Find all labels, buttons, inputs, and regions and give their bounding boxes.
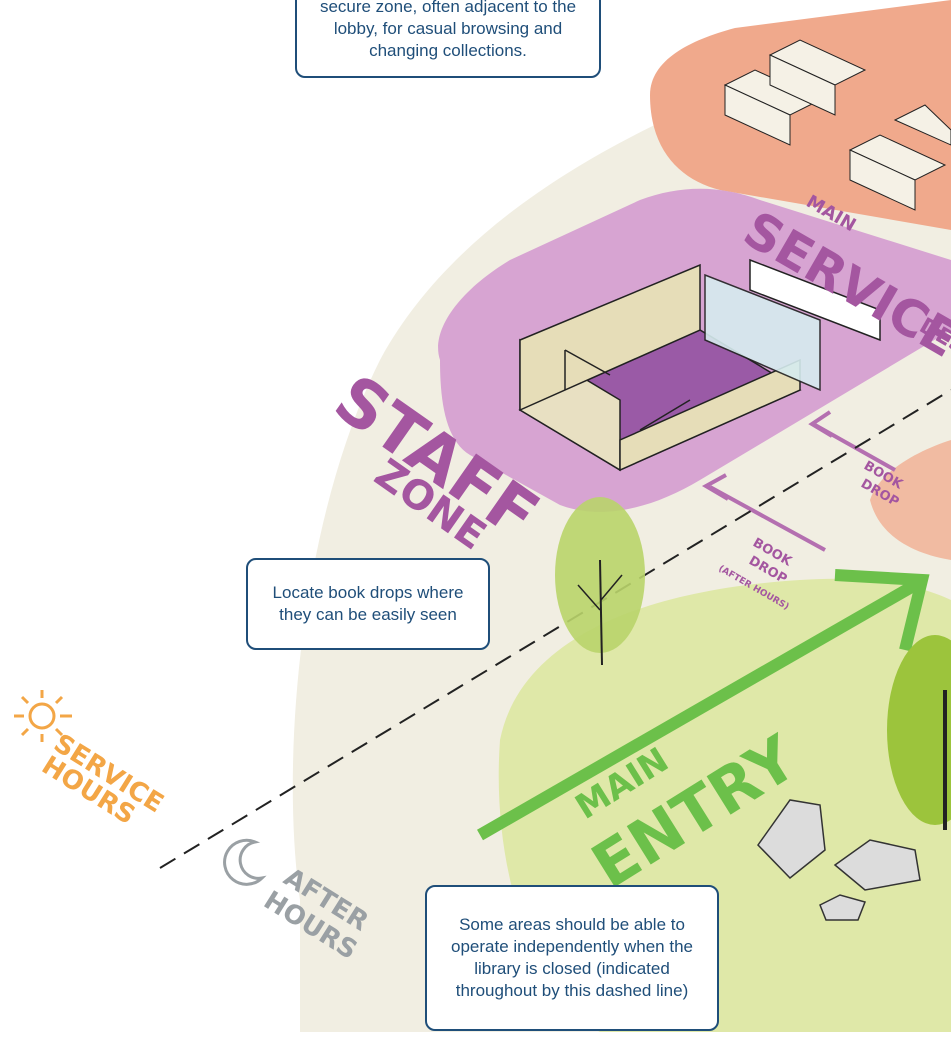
lobby-zone-edge	[870, 440, 951, 560]
callout-book-drops: Locate book drops where they can be easi…	[246, 558, 490, 650]
arrow-icon	[834, 569, 930, 652]
callout-after-hours: Some areas should be able to operate ind…	[425, 885, 719, 1031]
sun-icon	[14, 690, 72, 742]
tree-icon	[887, 635, 951, 830]
tree-icon	[555, 497, 645, 666]
staff-room	[518, 258, 881, 472]
entry-arrow	[477, 579, 918, 841]
moon-icon	[223, 838, 267, 886]
book-drop-arrow-2	[709, 485, 826, 552]
after-hours-dashed-line	[159, 389, 951, 869]
callout-top: secure zone, often adjacent to the lobby…	[295, 0, 601, 78]
rock-icon	[757, 799, 921, 921]
shelf-icon	[723, 39, 951, 211]
